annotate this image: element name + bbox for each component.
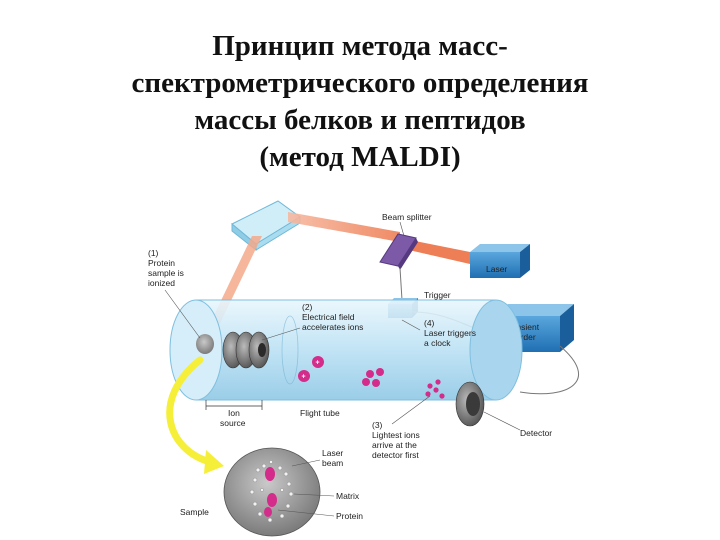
step-2-line-2: accelerates ions <box>302 322 363 332</box>
step-2-number: (2) <box>302 302 313 312</box>
step-4-line-1: Laser triggers <box>424 328 476 338</box>
title-line-2: спектрометрического определения <box>131 67 589 99</box>
zoom-arrow <box>166 356 224 474</box>
title-line-3: массы белков и пептидов <box>194 104 526 136</box>
step-3-line-2: arrive at the <box>372 440 417 450</box>
ions: + + <box>298 356 445 399</box>
step-2-line-1: Electrical field <box>302 312 355 322</box>
step-1-line-2: sample is <box>148 268 184 278</box>
label-step-2: (2) Electrical field accelerates ions <box>302 302 363 332</box>
protein-molecules <box>264 467 277 517</box>
detector <box>455 381 485 427</box>
title-line-1: Принцип метода масс- <box>212 30 508 62</box>
label-protein: Protein <box>336 511 363 521</box>
step-1-number: (1) <box>148 248 159 258</box>
label-laser-beam-1: Laser <box>322 448 343 458</box>
label-flight-tube: Flight tube <box>300 408 340 418</box>
slide-title: Принцип метода масс- спектрометрического… <box>0 28 720 176</box>
ion-source-bracket <box>205 400 263 410</box>
step-4-line-2: a clock <box>424 338 451 348</box>
label-laser-beam-2: beam <box>322 458 343 468</box>
sample-spot <box>196 334 214 354</box>
step-1-line-1: Protein <box>148 258 175 268</box>
label-ion-source-1: Ion <box>228 408 240 418</box>
laser-device: Laser <box>470 244 530 278</box>
ion-sign: + <box>316 360 320 367</box>
step-3-line-3: detector first <box>372 450 419 460</box>
label-sample: Sample <box>180 507 209 517</box>
label-matrix: Matrix <box>336 491 360 501</box>
prism-mirror <box>231 200 301 252</box>
matrix-particles <box>249 460 294 523</box>
step-1-line-3: ionized <box>148 278 175 288</box>
sample-closeup <box>223 447 321 537</box>
label-beam-splitter: Beam splitter <box>382 212 432 222</box>
label-ion-source-2: source <box>220 418 246 428</box>
step-3-number: (3) <box>372 420 383 430</box>
label-step-1: (1) Protein sample is ionized <box>148 248 184 288</box>
label-trigger: Trigger <box>424 290 451 300</box>
label-detector: Detector <box>520 428 552 438</box>
step-3-line-1: Lightest ions <box>372 430 420 440</box>
step-4-number: (4) <box>424 318 435 328</box>
label-step-4: (4) Laser triggers a clock <box>424 318 476 348</box>
label-transient: Transient <box>504 322 540 332</box>
ion-sign: + <box>302 374 306 381</box>
accelerating-plates <box>222 331 270 369</box>
label-laser: Laser <box>486 264 507 274</box>
label-step-3: (3) Lightest ions arrive at the detector… <box>372 420 420 460</box>
title-line-4: (метод MALDI) <box>259 141 461 173</box>
beam-splitter <box>379 233 418 270</box>
